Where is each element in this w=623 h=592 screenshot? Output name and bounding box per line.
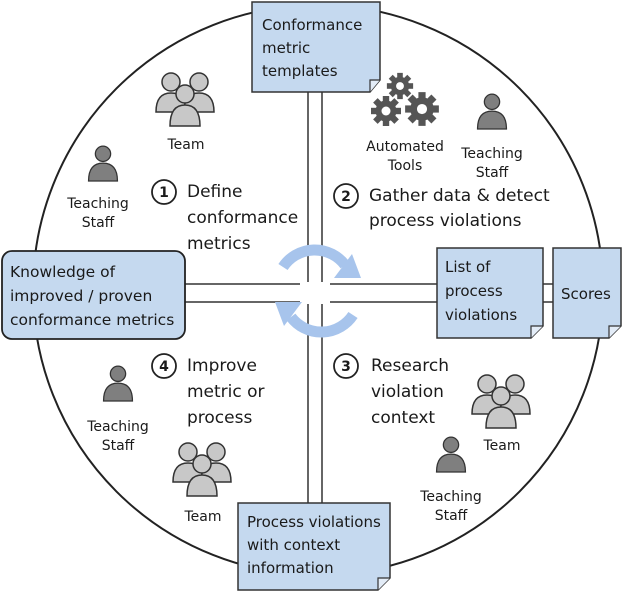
step-2-number: 2: [341, 189, 351, 205]
teaching-staff-label-q3-line-2: Staff: [435, 508, 468, 524]
cycle-arrows-icon: [275, 244, 361, 338]
automated-tools-label-line-2: Tools: [387, 158, 423, 174]
step-2-badge: [333, 183, 359, 209]
step-3-line-1: Research: [371, 356, 449, 376]
teaching-staff-label-q3-line-1: Teaching: [419, 489, 482, 505]
team-label-q4: Team: [183, 509, 221, 525]
step-1-define: 1 Define conformance metrics: [151, 179, 298, 254]
doc-violations-line-1: List of: [445, 258, 491, 276]
doc-conformance-metric-templates: Conformance metric templates: [251, 1, 381, 93]
doc-violations-line-2: process: [445, 282, 503, 300]
step-3-line-3: context: [371, 408, 435, 428]
doc-templates-line-2: metric: [262, 39, 310, 57]
step-3-badge: [333, 353, 359, 379]
step-1-badge: [151, 179, 177, 205]
doc-scores-label: Scores: [561, 285, 611, 303]
step-1-line-1: Define: [187, 182, 243, 202]
teaching-staff-label-q1-line-2: Staff: [82, 215, 115, 231]
step-1-number: 1: [159, 185, 169, 201]
team-label-q3: Team: [482, 438, 520, 454]
doc-templates-line-1: Conformance: [262, 16, 362, 34]
knowledge-line-1: Knowledge of: [10, 263, 116, 281]
doc-process-violations-context: Process violations with context informat…: [237, 502, 391, 591]
step-4-line-2: metric or: [187, 382, 265, 402]
teaching-staff-label-q2-line-2: Staff: [476, 165, 509, 181]
teaching-staff-label-q1-line-1: Teaching: [66, 196, 129, 212]
step-3-research: 3 Research violation context: [333, 353, 449, 428]
doc-violations-line-3: violations: [445, 306, 517, 324]
teaching-staff-label-q4-line-1: Teaching: [86, 419, 149, 435]
automated-tools-label-line-1: Automated: [366, 139, 444, 155]
knowledge-line-3: conformance metrics: [10, 311, 174, 329]
doc-list-of-process-violations: List of process violations: [436, 247, 544, 339]
doc-context-line-1: Process violations: [247, 513, 381, 531]
step-4-badge: [151, 353, 177, 379]
step-2-line-2: process violations: [369, 211, 522, 231]
teaching-staff-label-q4-line-2: Staff: [102, 438, 135, 454]
doc-context-line-2: with context: [247, 536, 340, 554]
step-4-line-1: Improve: [187, 356, 257, 376]
step-1-line-2: conformance: [187, 208, 298, 228]
step-2-line-1: Gather data & detect: [369, 186, 550, 206]
step-3-number: 3: [341, 359, 351, 375]
knowledge-line-2: improved / proven: [10, 287, 152, 305]
step-3-line-2: violation: [371, 382, 444, 402]
step-4-improve: 4 Improve metric or process: [151, 353, 265, 428]
team-label-q1: Team: [166, 137, 204, 153]
step-4-line-3: process: [187, 408, 252, 428]
knowledge-box: Knowledge of improved / proven conforman…: [1, 250, 186, 340]
step-2-gather: 2 Gather data & detect process violation…: [333, 183, 550, 231]
doc-scores: Scores: [552, 247, 622, 339]
teaching-staff-label-q2-line-1: Teaching: [460, 146, 523, 162]
doc-context-line-3: information: [247, 559, 334, 577]
step-4-number: 4: [159, 359, 169, 375]
step-1-line-3: metrics: [187, 234, 251, 254]
doc-templates-line-3: templates: [262, 62, 338, 80]
